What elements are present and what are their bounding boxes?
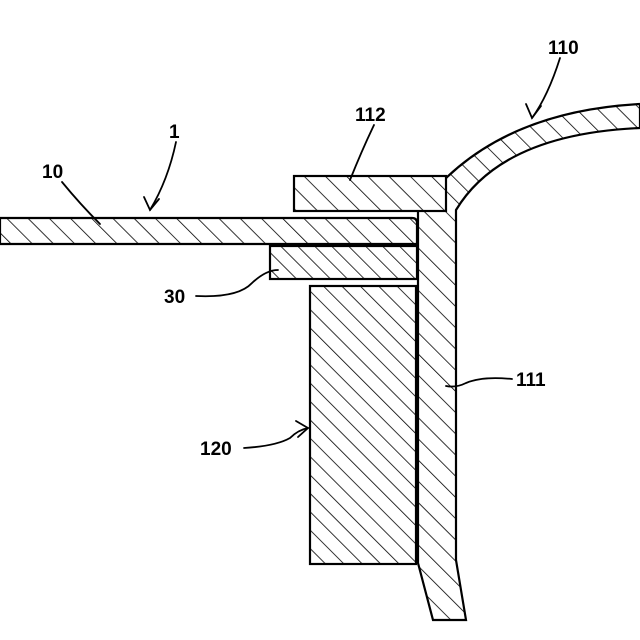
leader-1 xyxy=(150,142,176,210)
label-110: 110 xyxy=(548,38,579,59)
label-1: 1 xyxy=(169,122,180,143)
label-30: 30 xyxy=(164,287,185,308)
leader-30 xyxy=(196,270,278,296)
leader-112 xyxy=(350,125,374,180)
flange-112 xyxy=(294,176,446,211)
leader-120 xyxy=(244,428,308,448)
plate-10 xyxy=(0,218,417,244)
layer-30 xyxy=(270,246,417,279)
label-120: 120 xyxy=(200,439,232,460)
block-120 xyxy=(310,286,416,564)
panel-110-shell xyxy=(418,104,640,620)
leader-110 xyxy=(532,58,560,118)
label-112: 112 xyxy=(355,105,386,126)
label-10: 10 xyxy=(42,162,63,183)
label-111: 111 xyxy=(516,370,546,391)
